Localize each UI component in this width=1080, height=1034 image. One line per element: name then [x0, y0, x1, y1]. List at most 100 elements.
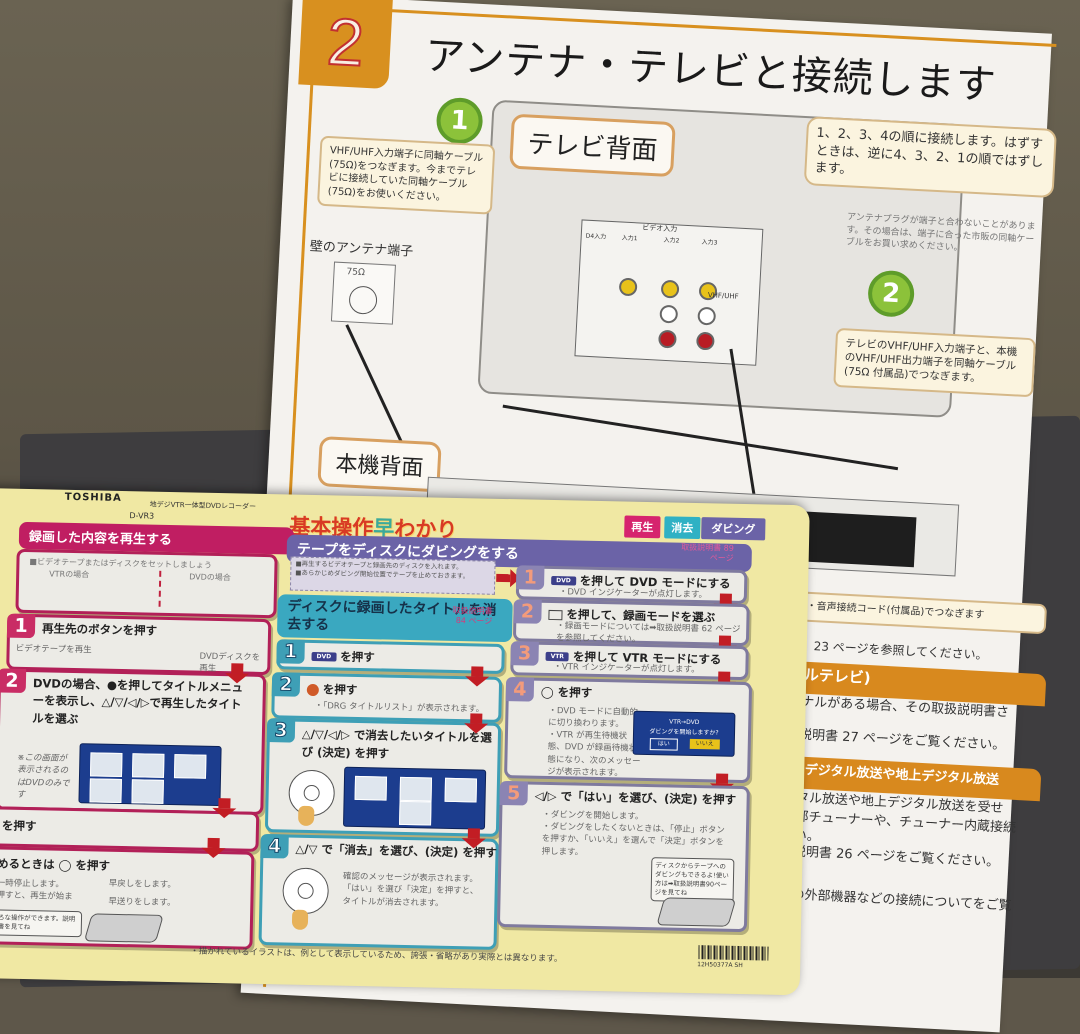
illustration-disclaimer: ・描かれているイラストは、例として表示しているため、誇張・省略があり実際とは異な…	[190, 946, 563, 965]
model-name: D-VR3	[129, 511, 155, 521]
title-list-screen	[342, 766, 487, 830]
pointing-hand-icon	[291, 909, 309, 930]
dialog-yes-button: はい	[649, 738, 678, 751]
wall-plate-ohm: 75Ω	[346, 267, 366, 279]
dvd-case-label: DVDの場合	[189, 572, 231, 583]
step-body: ・DVD モードに自動的に切り換わります。	[548, 705, 639, 730]
down-arrow-icon	[715, 773, 729, 784]
erase-step-3: 3 △/▽/◁/▷ で消去したいタイトルを選び (決定) を押す	[264, 718, 502, 837]
thumbnail	[354, 775, 388, 801]
rec-mode-button-icon	[548, 609, 563, 620]
tag-play: 再生	[624, 515, 661, 539]
dialog-no-button: いいえ	[689, 738, 720, 750]
step-title: を押す	[306, 681, 358, 698]
step-number: 4	[505, 677, 535, 702]
dpad-icon	[282, 867, 330, 915]
mascot-illustration	[83, 913, 164, 943]
play-step-4: めるときは ◯ を押す 一時停止します。 押すと、再生が始ま 早戻しをします。 …	[0, 846, 255, 950]
down-arrow-icon	[718, 635, 732, 646]
tv-rear-label: テレビ背面	[509, 113, 676, 178]
dub-step-2: 2 を押して、録画モードを選ぶ ・録画モードについては➡取扱説明書 62 ページ…	[512, 599, 750, 647]
mascot-illustration	[656, 897, 737, 927]
dubbing-confirm-dialog: VTR→DVD ダビングを開始しますか? はい いいえ	[632, 710, 736, 757]
step-number: 2	[324, 3, 367, 81]
thumbnail	[399, 800, 432, 826]
down-arrow-icon	[718, 671, 731, 682]
vtr-play-label: ビデオテープを再生	[15, 643, 92, 656]
step-title: めるときは ◯ を押す	[0, 856, 111, 873]
dub-ref: 取扱説明書 89 ページ	[681, 542, 734, 563]
dvd-button-icon: DVD	[551, 575, 576, 586]
title-menu-screen	[78, 743, 222, 807]
step-number: 1	[515, 565, 545, 590]
step-number: 3	[510, 641, 539, 666]
step-body: 確認のメッセージが表示されます。「はい」を選び「決定」を押すと、タイトルが消去さ…	[342, 871, 479, 909]
down-arrow-icon	[231, 663, 244, 674]
thumbnail	[173, 754, 207, 779]
step-number: 2	[513, 599, 542, 624]
barcode-text: 12H50377A SH	[697, 961, 743, 970]
model-subtitle: 地デジVTR一体型DVDレコーダー	[149, 500, 257, 511]
rca-white-jack	[659, 304, 679, 324]
dub-step-5: 5 ◁/▷ で「はい」を選び、(決定) を押す ・ダビングを開始します。 ・ダビ…	[496, 780, 750, 933]
down-arrow-icon	[207, 837, 220, 849]
resume-note: 押すと、再生が始ま	[0, 890, 73, 903]
play-step-2: 2 DVDの場合、●を押してタイトルメニューを表示し、△/▽/◁/▷で再生したタ…	[0, 668, 267, 816]
step-number: 4	[260, 833, 289, 859]
vtr-case-label: VTRの場合	[49, 569, 90, 580]
dvd-button-icon: DVD	[311, 651, 337, 662]
down-arrow-icon	[471, 666, 484, 677]
callout-step2: テレビのVHF/UHF入力端子と、本機のVHF/UHF出力端子を同軸ケーブル(7…	[833, 327, 1036, 397]
step-title: 再生先のボタンを押す	[41, 621, 158, 638]
step-title: を押す	[1, 818, 37, 834]
video-input-label: ビデオ入力	[642, 223, 678, 234]
down-arrow-icon	[218, 798, 231, 809]
vtr-button-icon: VTR	[545, 651, 570, 662]
divider	[158, 570, 162, 607]
rca-yellow-jack	[660, 279, 680, 299]
mascot-speech: ろな操作ができます。説明書を見てね	[0, 909, 83, 938]
in2-label: 入力2	[663, 236, 680, 245]
thumbnail	[131, 753, 165, 778]
step-number-badge: 2	[298, 0, 393, 90]
erase-step-4: 4 △/▽ で「消去」を選び、(決定) を押す 確認のメッセージが表示されます。…	[258, 833, 499, 950]
thumbnail	[131, 779, 164, 804]
callout-step1: VHF/UHF入力端子に同軸ケーブル(75Ω)をつなぎます。今までテレビに接続し…	[316, 135, 496, 215]
rca-white-jack	[697, 306, 717, 326]
step-title-text: を押す	[322, 682, 358, 697]
in3-label: 入力3	[701, 238, 718, 247]
rca-yellow-jack	[618, 277, 638, 297]
rca-red-jack	[695, 331, 715, 351]
in1-label: 入力1	[621, 234, 638, 243]
dialog-line2: ダビングを開始しますか?	[649, 728, 719, 737]
step-body: ・ダビングをしたくないときは、「停止」ボタンを押すか、「いいえ」を選んで「決定」…	[541, 821, 725, 858]
tag-erase: 消去	[664, 516, 701, 540]
down-arrow-icon	[719, 593, 732, 604]
quick-guide-sheet: TOSHIBA 地デジVTR一体型DVDレコーダー D-VR3 基本操作早わかり…	[0, 488, 810, 996]
right-arrow-icon	[496, 573, 511, 583]
step-body: ・DVD インジケーターが点灯します。	[558, 587, 708, 601]
dub-step-4: 4 ◯ を押す ・DVD モードに自動的に切り換わります。 ・VTR が再生待機…	[504, 677, 753, 784]
down-arrow-icon	[467, 828, 480, 839]
dvd-only-note: ※この画面が表示されるのはDVDのみです	[16, 752, 70, 800]
rca-red-jack	[657, 329, 677, 349]
step-body: ・「DRG タイトルリスト」が表示されます。	[314, 701, 485, 715]
vhf-uhf-label: VHF/UHF	[707, 291, 739, 301]
wall-antenna-plate: 75Ω	[330, 261, 396, 325]
step-number: 2	[0, 668, 27, 694]
step-body: ・VTR インジケーターが点灯します。	[553, 662, 700, 676]
brand-logo: TOSHIBA	[64, 491, 122, 504]
step-body: ・VTR が再生待機状態、DVD が録画待機状態になり、次のメッセージが表示され…	[547, 729, 641, 779]
order-note: 1、2、3、4の順に接続します。はずすときは、逆に4、3、2、1の順ではずします…	[803, 116, 1057, 198]
step-number: 1	[276, 639, 305, 664]
step-number: 2	[271, 672, 301, 697]
ff-note: 早送りをします。	[108, 896, 176, 909]
step-number: 5	[499, 780, 528, 806]
step-number: 3	[266, 718, 296, 743]
thumbnail	[399, 776, 433, 802]
pointing-hand-icon	[297, 805, 315, 827]
thumbnail	[444, 777, 478, 803]
